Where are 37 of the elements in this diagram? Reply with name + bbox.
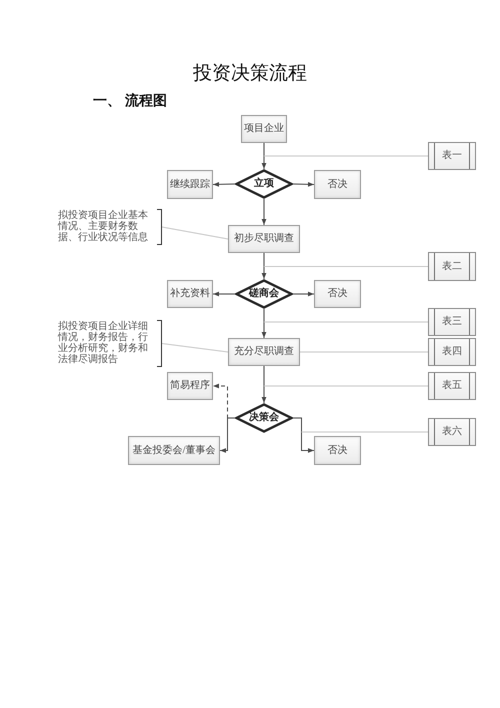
process-box: 充分尽职调查 (228, 338, 300, 366)
process-box: 补充资料 (167, 280, 213, 308)
process-box: 简易程序 (167, 372, 213, 400)
decision-diamond: 磋商会 (235, 279, 293, 309)
arrow (220, 418, 236, 453)
bracketed-note: 拟投资项目企业详细情况，财务报告，行业分析研究，财务和法律尽调报告 (58, 320, 162, 367)
arrow (292, 182, 314, 187)
process-box: 基金投委会/董事会 (128, 436, 220, 465)
process-box: 继续跟踪 (167, 170, 213, 199)
title: 投资决策流程 (193, 62, 307, 85)
process-box: 初步尽职调查 (228, 225, 300, 253)
process-box: 否决 (314, 170, 361, 199)
arrow (212, 292, 236, 296)
leader-line (162, 343, 228, 352)
arrow (262, 366, 266, 404)
predefined-process-box: 表六 (428, 418, 476, 446)
process-box: 否决 (314, 436, 361, 465)
decision-diamond: 立项 (235, 169, 293, 199)
leader-line (162, 226, 228, 240)
arrow (212, 182, 236, 187)
arrow (292, 418, 314, 453)
arrow (262, 198, 266, 226)
process-box: 否决 (314, 280, 361, 308)
predefined-process-box: 表二 (428, 252, 476, 281)
bracketed-note: 拟投资项目企业基本情况、主要财务数据、行业状况等信息 (58, 209, 162, 245)
arrow (262, 308, 266, 338)
section-heading: 一、 流程图 (93, 92, 167, 109)
predefined-process-box: 表一 (428, 142, 476, 170)
decision-diamond: 决策会 (235, 403, 293, 433)
arrow (292, 292, 314, 296)
process-box: 项目企业 (241, 115, 287, 143)
predefined-process-box: 表三 (428, 308, 476, 336)
leader-line (264, 266, 428, 267)
predefined-process-box: 表四 (428, 338, 476, 366)
predefined-process-box: 表五 (428, 372, 476, 400)
arrow (262, 252, 266, 280)
arrow (262, 142, 266, 170)
